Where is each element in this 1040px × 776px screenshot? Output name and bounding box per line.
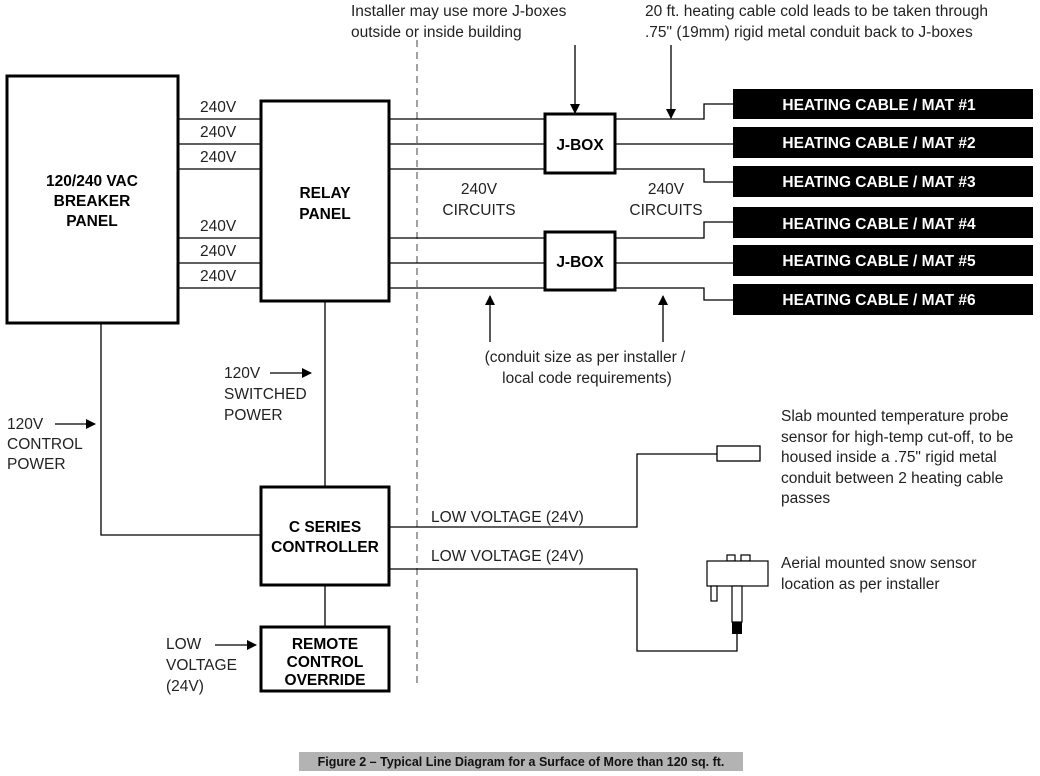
label: HEATING CABLE / MAT #1: [782, 97, 976, 114]
label: HEATING CABLE / MAT #6: [782, 292, 976, 309]
label: 240V: [461, 181, 498, 198]
label: (24V): [166, 678, 204, 695]
probe-wire: [389, 453, 717, 528]
label: POWER: [224, 407, 283, 424]
label: Aerial mounted snow sensor: [781, 555, 977, 572]
label: 120V: [7, 416, 44, 433]
label: 120/240 VAC: [46, 173, 138, 190]
circuit-wires: [389, 103, 733, 301]
snow-sensor-wire: [389, 568, 738, 652]
label: 240V: [200, 243, 237, 260]
label: CIRCUITS: [442, 202, 515, 219]
figure-caption: Figure 2 – Typical Line Diagram for a Su…: [318, 755, 725, 769]
label: OVERRIDE: [285, 672, 366, 689]
label: 240V: [200, 99, 237, 116]
heating-cable-2: [733, 127, 1033, 158]
j-box-2: [543, 230, 617, 292]
snow-sensor-icon: [706, 554, 769, 634]
label: sensor for high-temp cut-off, to be: [781, 429, 1013, 446]
label: local code requirements): [502, 370, 672, 387]
heating-cable-3: [733, 166, 1033, 197]
label: passes: [781, 490, 830, 507]
label: 120V: [224, 365, 261, 382]
voltage-labels: 240V 240V 240V 240V 240V 240V: [200, 99, 237, 285]
label: 240V: [200, 218, 237, 235]
label: PANEL: [66, 213, 117, 230]
label: C SERIES: [289, 519, 361, 536]
label: J-BOX: [556, 254, 604, 271]
label: 240V: [648, 181, 685, 198]
label: CONTROLLER: [271, 539, 379, 556]
remote-control-override: [259, 625, 391, 693]
label: CONTROL: [7, 436, 83, 453]
heating-cable-4: [733, 207, 1033, 238]
caption-background: [299, 752, 743, 771]
label: Slab mounted temperature probe: [781, 408, 1008, 425]
label: HEATING CABLE / MAT #2: [782, 135, 975, 152]
label: housed inside a .75" rigid metal: [781, 449, 997, 466]
label: (conduit size as per installer /: [485, 349, 686, 366]
label: HEATING CABLE / MAT #4: [782, 216, 976, 233]
label: SWITCHED: [224, 386, 307, 403]
label: Installer may use more J-boxes: [351, 3, 567, 20]
label: LOW: [166, 636, 202, 653]
label: PANEL: [299, 206, 350, 223]
heating-cable-6: [733, 284, 1033, 315]
label: .75" (19mm) rigid metal conduit back to …: [645, 24, 973, 41]
j-box-1: [543, 112, 617, 175]
label: 240V: [200, 149, 237, 166]
label: 240V: [200, 268, 237, 285]
heating-cable-1: [733, 89, 1033, 119]
label: HEATING CABLE / MAT #5: [782, 253, 976, 270]
label: CIRCUITS: [629, 202, 702, 219]
temperature-probe-icon: [716, 445, 761, 462]
breaker-panel: [5, 74, 180, 325]
label: 20 ft. heating cable cold leads to be ta…: [645, 3, 988, 20]
label: RELAY: [299, 185, 351, 202]
heating-cables: HEATING CABLE / MAT #1 HEATING CABLE / M…: [733, 89, 1033, 315]
label: BREAKER: [54, 193, 131, 210]
label: LOW VOLTAGE (24V): [431, 548, 584, 565]
label: VOLTAGE: [166, 657, 237, 674]
label: location as per installer: [781, 576, 940, 593]
label: CONTROL: [287, 654, 364, 671]
label: conduit between 2 heating cable: [781, 470, 1003, 487]
label: HEATING CABLE / MAT #3: [782, 174, 976, 191]
breaker-relay-wires: [178, 118, 261, 289]
label: J-BOX: [556, 137, 604, 154]
label: 240V: [200, 124, 237, 141]
heating-cable-5: [733, 245, 1033, 276]
label: REMOTE: [292, 636, 358, 653]
label: outside or inside building: [351, 24, 522, 41]
control-wires: [100, 301, 326, 627]
label: LOW VOLTAGE (24V): [431, 509, 584, 526]
label: POWER: [7, 456, 66, 473]
c-series-controller: [259, 485, 391, 587]
